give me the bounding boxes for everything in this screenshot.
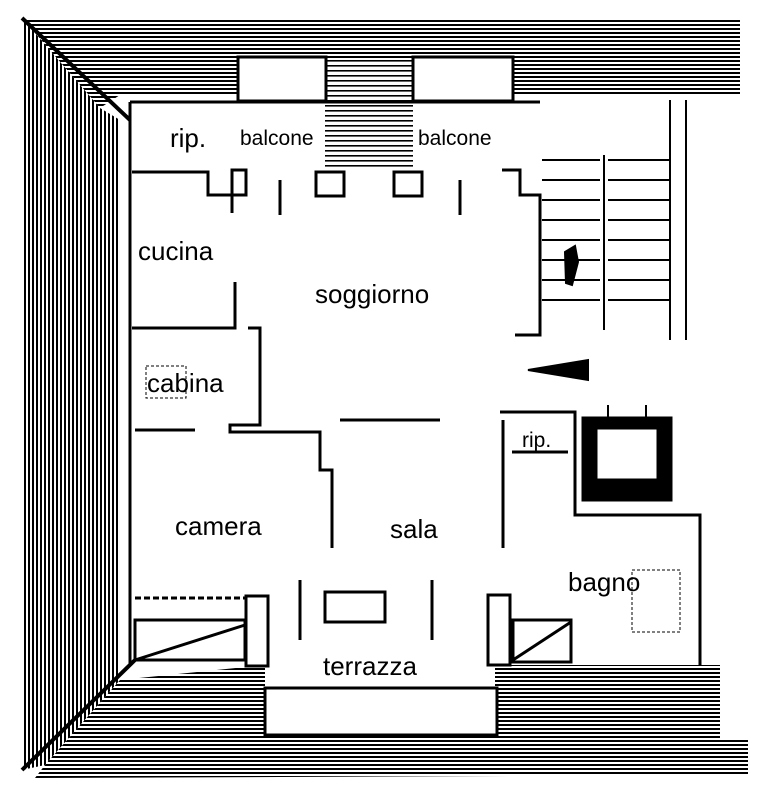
room-labels: rip. balcone balcone cucina soggiorno ca…	[138, 123, 640, 681]
interior-walls	[132, 168, 702, 668]
outer-walls	[128, 55, 540, 737]
label-terrazza: terrazza	[323, 651, 417, 681]
roof-hatching	[20, 16, 748, 778]
label-soggiorno: soggiorno	[315, 279, 429, 309]
label-cabina: cabina	[147, 368, 224, 398]
label-camera: camera	[175, 511, 262, 541]
label-balcone-right: balcone	[418, 127, 492, 150]
fireplace	[581, 405, 673, 502]
label-rip-top: rip.	[170, 123, 206, 153]
label-rip-right: rip.	[522, 429, 551, 452]
staircase	[527, 100, 687, 382]
label-balcone-left: balcone	[240, 127, 314, 150]
label-bagno: bagno	[568, 567, 640, 597]
label-sala: sala	[390, 514, 438, 544]
label-cucina: cucina	[138, 236, 214, 266]
